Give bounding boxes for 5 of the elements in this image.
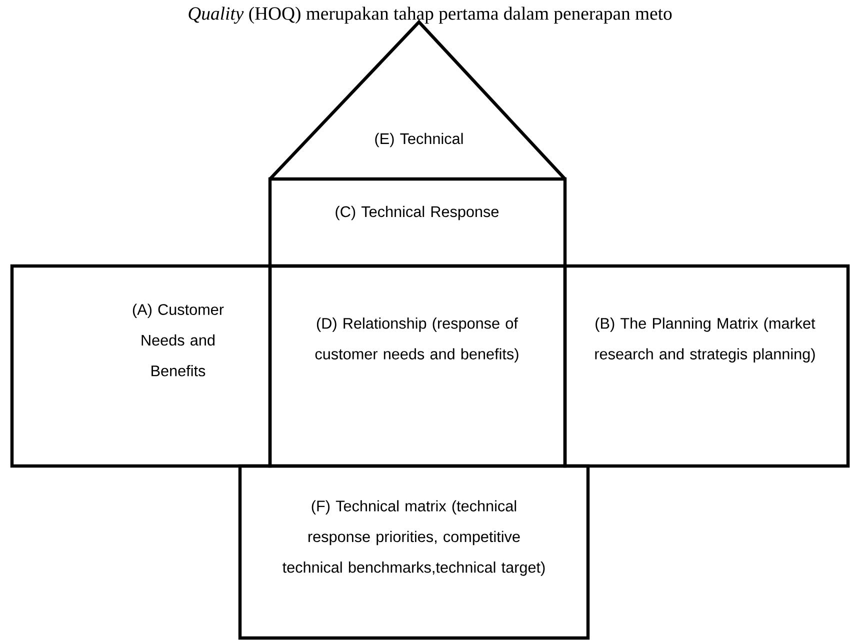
matrix-box: (C) Technical Response xyxy=(268,177,567,268)
matrix-box: (A) Customer Needs and Benefits xyxy=(10,264,272,468)
matrix-box: (D) Relationship (response of customer needs and benefits) xyxy=(268,264,567,468)
matrix-box: (F) Technical matrix (technical response priorities, competitive technical benchmarks,technical target) xyxy=(238,464,590,640)
matrix-box: (B) The Planning Matrix (market research and strategis planning) xyxy=(563,264,850,468)
